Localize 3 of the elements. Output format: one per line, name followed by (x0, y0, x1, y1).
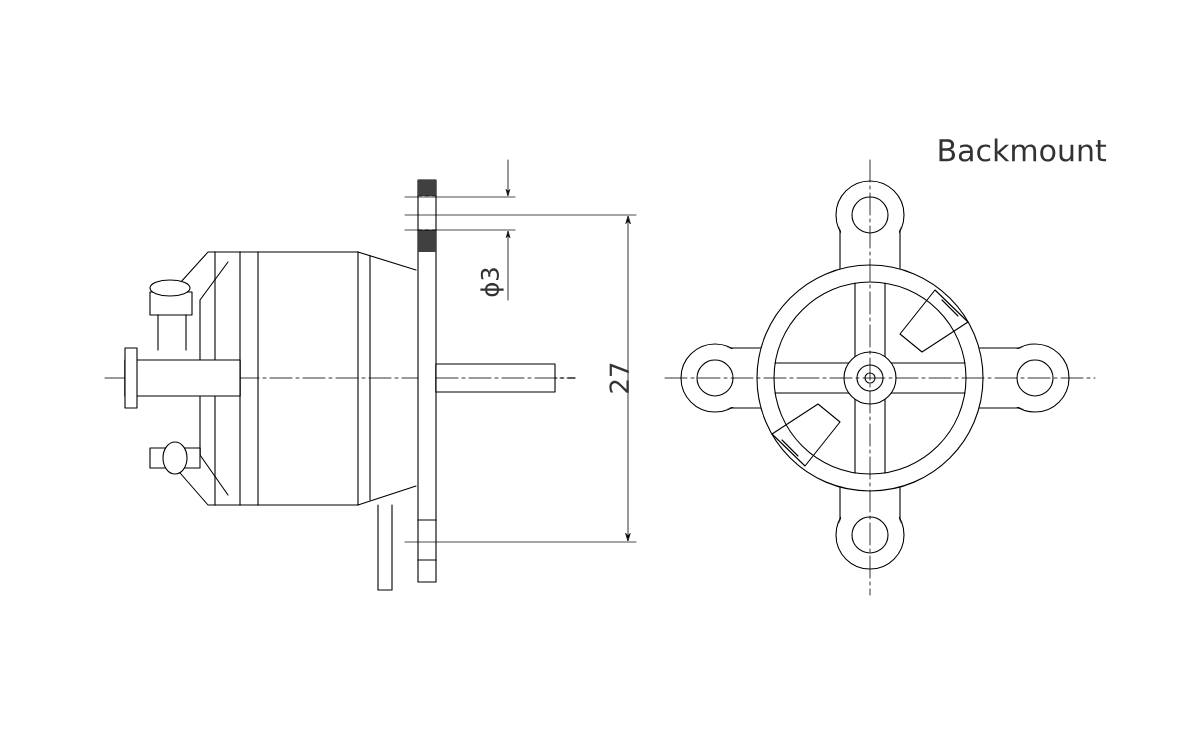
dimension-label: 27 (609, 363, 629, 393)
heading-text: Backmount (939, 138, 1107, 162)
dimension-label: ϕ3 (480, 268, 504, 297)
